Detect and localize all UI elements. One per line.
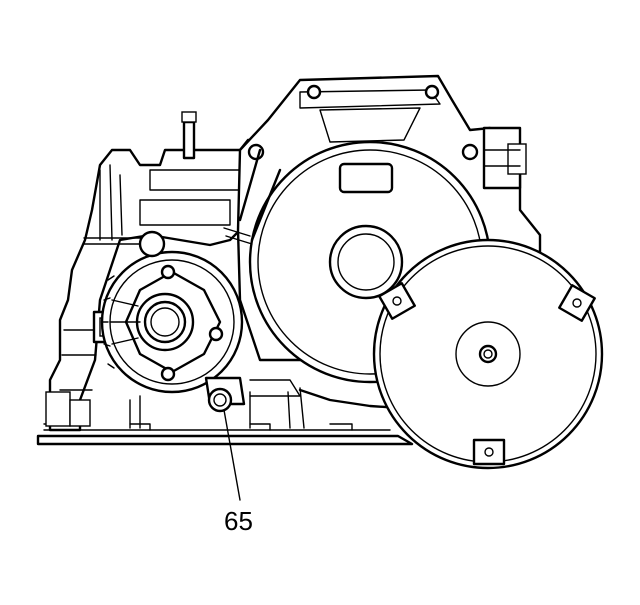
drain-plug: [204, 376, 301, 413]
flexplate-lug-bottom: [472, 438, 506, 466]
callout-label: 65: [224, 506, 253, 536]
pump-assembly: [100, 230, 244, 394]
flexplate: [372, 238, 604, 470]
flexplate-lug-top-left: [378, 282, 416, 320]
lower-struts: [129, 387, 402, 429]
oil-pan: [36, 423, 414, 446]
flexplate-lug-top-right: [558, 284, 596, 322]
callout-65: 65: [223, 409, 253, 536]
callout-leader-line: [223, 409, 241, 501]
